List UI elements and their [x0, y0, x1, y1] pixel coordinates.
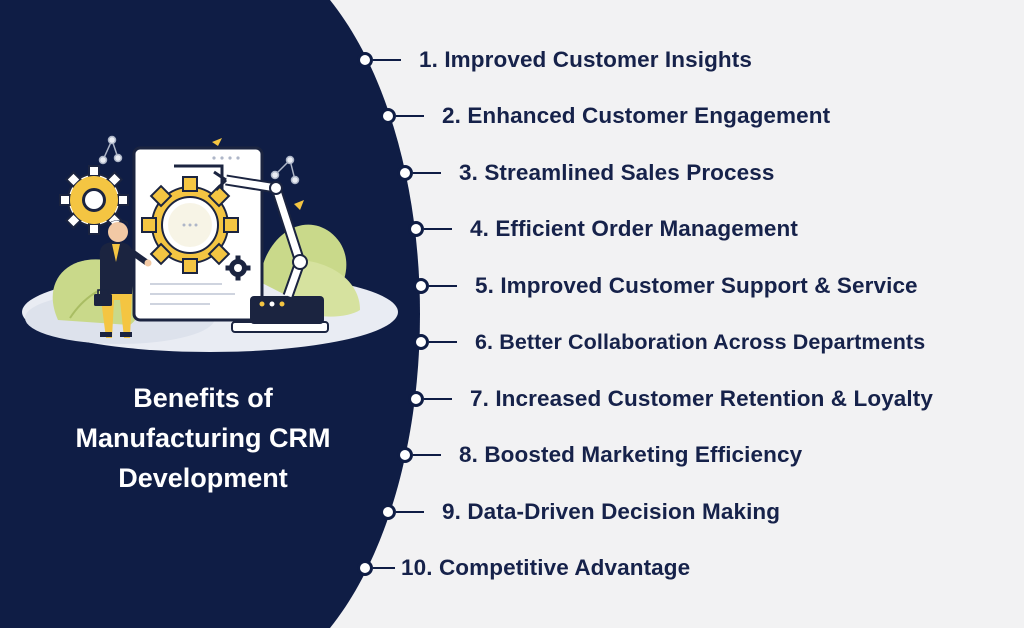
benefit-label: 7. Increased Customer Retention & Loyalt…	[470, 386, 933, 411]
connector-line	[373, 59, 401, 61]
gear-icon	[141, 176, 239, 274]
bullet-icon	[413, 334, 429, 350]
benefit-item-6: 6. Better Collaboration Across Departmen…	[413, 327, 925, 357]
manufacturing-illustration	[22, 135, 398, 352]
benefit-item-8: 8. Boosted Marketing Efficiency	[397, 440, 802, 470]
benefit-item-1: 1. Improved Customer Insights	[357, 45, 752, 75]
robotic-arm-icon	[213, 170, 329, 333]
panel-title: Benefits of Manufacturing CRM Developmen…	[30, 378, 376, 498]
bullet-icon	[413, 278, 429, 294]
benefit-item-4: 4. Efficient Order Management	[408, 214, 798, 244]
connector-line	[396, 115, 424, 117]
connector-line	[413, 454, 441, 456]
benefit-label: 3. Streamlined Sales Process	[459, 160, 775, 185]
bullet-icon	[397, 447, 413, 463]
bullet-icon	[397, 165, 413, 181]
benefit-label: 8. Boosted Marketing Efficiency	[459, 442, 803, 467]
panel-title-line: Benefits of	[133, 383, 273, 413]
bullet-icon	[408, 221, 424, 237]
benefit-label: 2. Enhanced Customer Engagement	[442, 103, 831, 128]
benefit-label: 6. Better Collaboration Across Departmen…	[475, 329, 926, 354]
connector-line	[424, 398, 452, 400]
bullet-icon	[380, 108, 396, 124]
benefit-label: 4. Efficient Order Management	[470, 216, 798, 241]
connector-line	[429, 341, 457, 343]
benefit-item-7: 7. Increased Customer Retention & Loyalt…	[408, 384, 933, 414]
benefit-label: 5. Improved Customer Support & Service	[475, 273, 918, 298]
bullet-icon	[380, 504, 396, 520]
benefit-label: 10. Competitive Advantage	[401, 555, 691, 580]
connector-line	[373, 567, 395, 569]
panel-title-line: Development	[118, 463, 288, 493]
gear-icon	[59, 165, 129, 235]
benefit-item-5: 5. Improved Customer Support & Service	[413, 271, 918, 301]
benefit-item-10: 10. Competitive Advantage	[357, 553, 690, 583]
benefit-item-2: 2. Enhanced Customer Engagement	[380, 101, 830, 131]
benefit-label: 1. Improved Customer Insights	[419, 47, 752, 72]
person-with-briefcase-icon	[94, 219, 152, 338]
bullet-icon	[408, 391, 424, 407]
bullet-icon	[357, 52, 373, 68]
network-node-icon	[98, 135, 300, 185]
benefit-item-3: 3. Streamlined Sales Process	[397, 158, 774, 188]
connector-line	[424, 228, 452, 230]
bullet-icon	[357, 560, 373, 576]
connector-line	[429, 285, 457, 287]
connector-line	[413, 172, 441, 174]
benefit-item-9: 9. Data-Driven Decision Making	[380, 497, 780, 527]
panel-title-line: Manufacturing CRM	[75, 423, 331, 453]
connector-line	[396, 511, 424, 513]
benefit-label: 9. Data-Driven Decision Making	[442, 499, 781, 524]
gear-icon	[225, 255, 251, 281]
